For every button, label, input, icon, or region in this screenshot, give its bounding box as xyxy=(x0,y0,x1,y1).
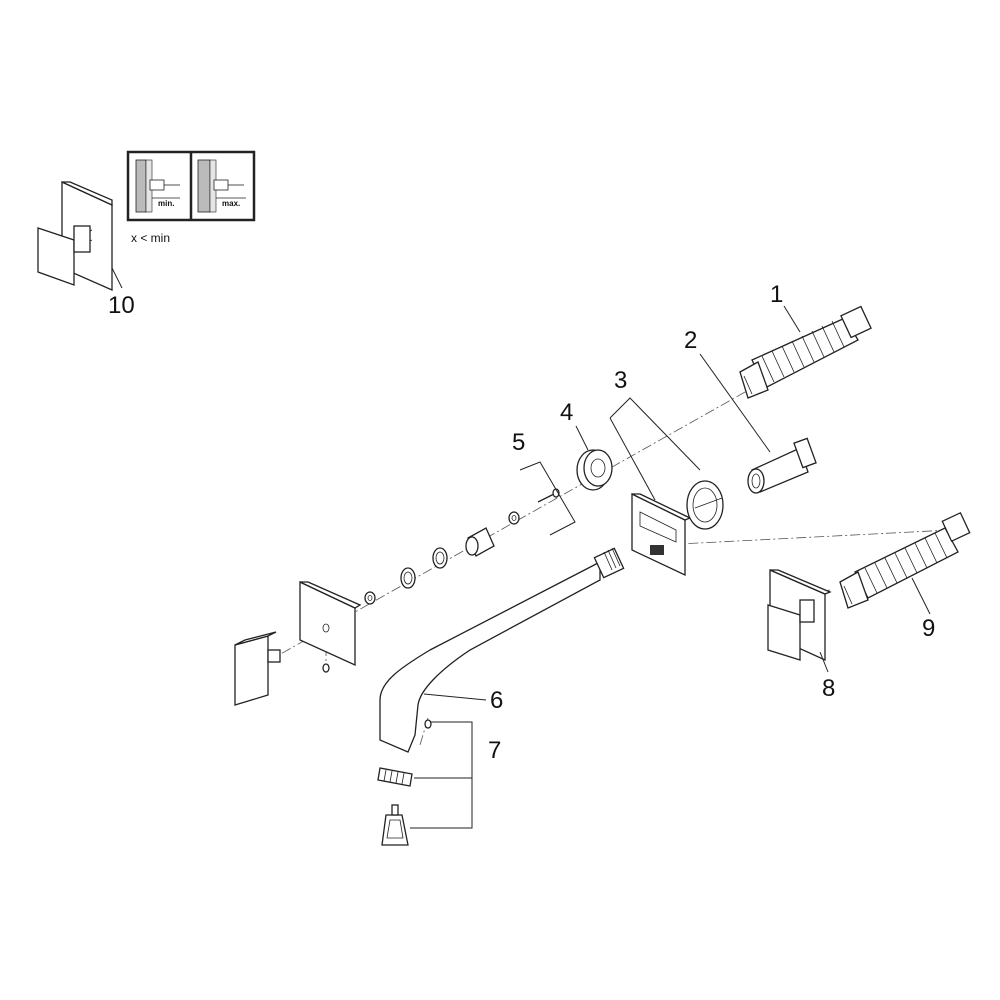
leader-3b xyxy=(609,417,656,501)
wall-depth-inset: min. max. xyxy=(126,150,256,222)
callout-5: 5 xyxy=(512,429,525,456)
inset-caption: x < min xyxy=(131,231,170,245)
part-1-cartridge xyxy=(739,305,872,399)
part-2-extension xyxy=(747,437,817,494)
leader-7a xyxy=(410,721,473,829)
callout-3: 3 xyxy=(614,367,627,394)
leader-8 xyxy=(819,651,829,673)
part-3-escutcheon xyxy=(631,480,724,577)
callout-2: 2 xyxy=(684,327,697,354)
left-handle xyxy=(234,631,281,706)
callout-1: 1 xyxy=(770,281,783,308)
part-10-handle xyxy=(37,180,113,291)
leader-4 xyxy=(575,425,589,451)
leader-3a xyxy=(609,397,701,471)
fitting-set xyxy=(364,527,495,605)
callout-10: 10 xyxy=(108,292,135,319)
part-5-screw-set xyxy=(508,488,560,525)
callout-8: 8 xyxy=(822,675,835,702)
assembly-axes xyxy=(269,329,951,746)
callout-7: 7 xyxy=(488,737,501,764)
inset-min-label: min. xyxy=(158,199,174,208)
callout-4: 4 xyxy=(560,399,573,426)
callout-9: 9 xyxy=(922,615,935,642)
left-escutcheon xyxy=(299,580,362,673)
leader-1 xyxy=(783,305,801,333)
leader-5 xyxy=(519,461,576,536)
part-9-cartridge xyxy=(839,511,971,609)
inset-max-label: max. xyxy=(222,199,240,208)
part-8-handle xyxy=(767,569,832,662)
leader-6 xyxy=(423,693,487,701)
leader-2 xyxy=(699,353,771,453)
part-6-spout xyxy=(379,547,625,753)
callout-6: 6 xyxy=(490,687,503,714)
part-4-rosette xyxy=(576,449,613,491)
leader-9 xyxy=(911,577,931,615)
part-7-aerator-set xyxy=(377,719,432,846)
leader-10 xyxy=(111,267,123,289)
